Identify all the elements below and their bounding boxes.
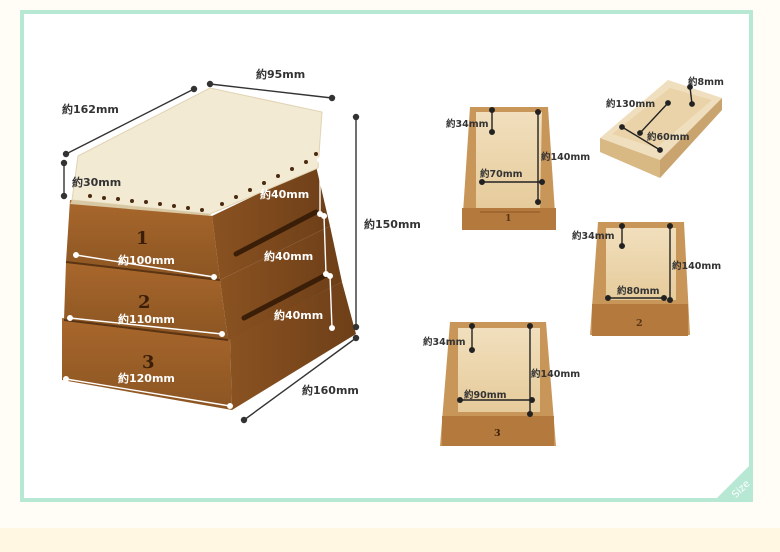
cushion-label: 約30mm bbox=[72, 176, 122, 189]
height-label: 約150mm bbox=[364, 218, 421, 231]
tier-1-width-label: 約100mm bbox=[118, 254, 175, 267]
tier-2-width-label: 約110mm bbox=[118, 313, 175, 326]
bottom-band bbox=[0, 528, 780, 552]
main-dimension-lines bbox=[60, 80, 360, 424]
tier-3-side bbox=[230, 282, 356, 410]
handle-slot-1 bbox=[233, 209, 319, 257]
tray-3-number: 3 bbox=[494, 428, 501, 439]
width-label: 約95mm bbox=[256, 68, 306, 81]
tray-3-shape bbox=[440, 322, 556, 446]
tray-1-shape bbox=[462, 107, 556, 230]
tray-3-width-label: 約90mm bbox=[464, 390, 507, 401]
tier-2-side bbox=[220, 226, 342, 340]
tray-1-length-label: 約140mm bbox=[541, 152, 591, 163]
tier-2-height-label: 約40mm bbox=[264, 250, 314, 263]
tier-1-height-label: 約40mm bbox=[260, 188, 310, 201]
tray-top-length-label: 約130mm bbox=[606, 99, 656, 110]
tray-3-length-label: 約140mm bbox=[531, 369, 581, 380]
tray-2-width-label: 約80mm bbox=[617, 286, 660, 297]
tray-3-depth-label: 約34mm bbox=[423, 337, 466, 348]
tray-top-depth-label: 約8mm bbox=[688, 77, 724, 88]
tier-3-width-label: 約120mm bbox=[118, 372, 175, 385]
tier-dimension-lines bbox=[63, 156, 336, 410]
tray-2-number: 2 bbox=[636, 318, 643, 329]
tray-2-length-label: 約140mm bbox=[672, 261, 722, 272]
tier-2-front bbox=[64, 262, 228, 340]
tray-top-width-label: 約60mm bbox=[647, 132, 690, 143]
handle-slot-2 bbox=[241, 272, 329, 321]
tier-2-number: 2 bbox=[138, 292, 151, 313]
tier-3-number: 3 bbox=[142, 352, 155, 373]
tier-3-front bbox=[62, 318, 232, 410]
tray-2-shape bbox=[590, 222, 690, 336]
tray-1-depth-label: 約34mm bbox=[446, 119, 489, 130]
base-label: 約160mm bbox=[302, 384, 359, 397]
tray-1-number: 1 bbox=[505, 213, 512, 224]
tier-3-height-label: 約40mm bbox=[274, 309, 324, 322]
tier-1-number: 1 bbox=[136, 228, 149, 249]
size-badge-shape bbox=[713, 462, 753, 502]
tray-1-width-label: 約70mm bbox=[480, 169, 523, 180]
tray-2-depth-label: 約34mm bbox=[572, 231, 615, 242]
depth-label: 約162mm bbox=[62, 103, 119, 116]
